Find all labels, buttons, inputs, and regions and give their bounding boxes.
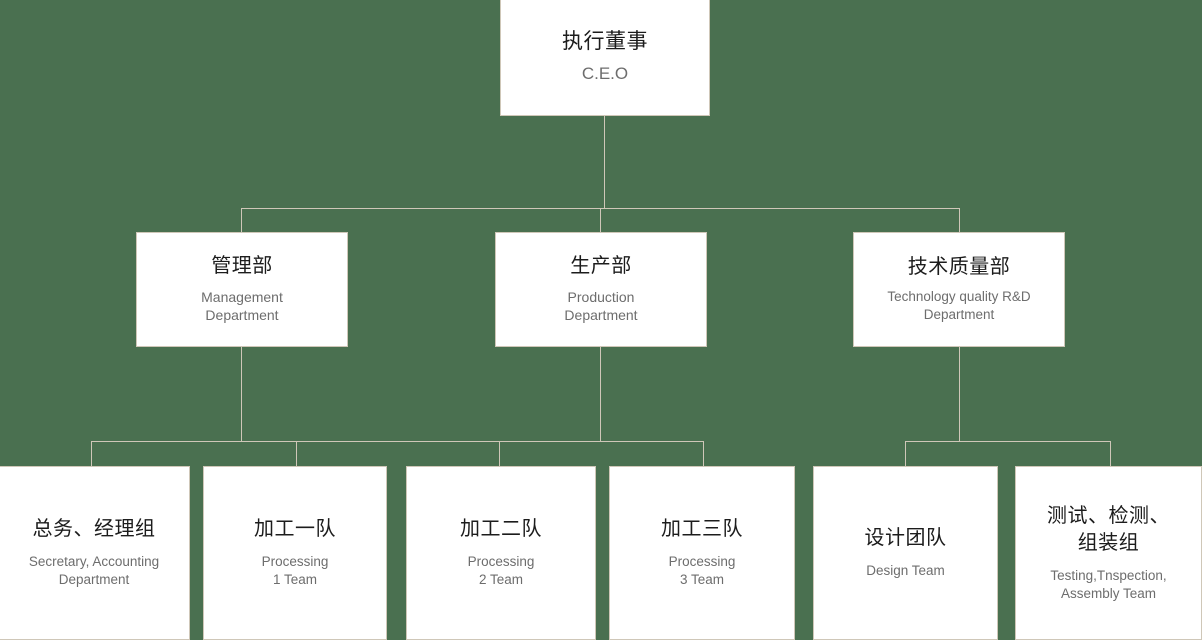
connector-production-stem [600,347,601,442]
org-node-processing1-title-en: Processing 1 Team [262,553,329,589]
org-node-ceo[interactable]: 执行董事 C.E.O [500,0,710,116]
org-node-technology-en-line1: Technology quality R&D [887,289,1031,305]
org-node-production-en-line2: Department [564,307,638,324]
org-node-secretary[interactable]: 总务、经理组 Secretary, Accounting Department [0,466,190,640]
org-node-processing2-en-line1: Processing [467,553,535,569]
org-node-secretary-en-line2: Department [58,571,130,587]
org-node-processing1-title-cn: 加工一队 [254,518,336,541]
org-node-secretary-en-line1: Secretary, Accounting [28,553,160,569]
connector-drop-processing2 [499,441,500,467]
connector-drop-management [241,208,242,233]
org-node-production-title-en: Production Department [564,288,637,325]
org-node-processing3[interactable]: 加工三队 Processing 3 Team [609,466,795,640]
org-node-design-en-line1: Design Team [866,562,945,578]
org-node-ceo-title-cn: 执行董事 [562,30,648,54]
org-node-processing1[interactable]: 加工一队 Processing 1 Team [203,466,387,640]
org-node-design-title-en: Design Team [866,562,945,580]
connector-drop-testing [1110,441,1111,467]
org-node-technology-en-line2: Department [923,307,995,323]
org-node-management-en-line2: Department [205,307,279,324]
org-node-management-title-cn: 管理部 [211,255,273,278]
connector-management-bus [91,441,297,442]
org-node-processing3-title-cn: 加工三队 [661,518,743,541]
org-node-ceo-title-en: C.E.O [581,64,629,84]
connector-technology-bus [905,441,1111,442]
org-node-testing-title-en: Testing,Tnspection, Assembly Team [1050,567,1166,603]
org-node-processing2-en-line2: 2 Team [478,571,523,587]
connector-drop-production [600,208,601,233]
org-node-design-title-cn: 设计团队 [864,527,947,550]
org-node-testing-cn-line2: 组装组 [1077,532,1140,555]
org-node-processing3-en-line2: 3 Team [679,571,724,587]
connector-drop-design [905,441,906,467]
org-node-testing-cn-line1: 测试、检测、 [1047,505,1170,528]
org-node-technology-title-en: Technology quality R&D Department [887,288,1030,324]
org-node-management-title-en: Management Department [201,288,283,325]
org-node-processing1-en-line2: 1 Team [272,571,317,587]
org-node-processing2-title-en: Processing 2 Team [468,553,535,589]
org-node-testing-en-line1: Testing,Tnspection, [1050,568,1167,584]
org-node-production[interactable]: 生产部 Production Department [495,232,707,347]
org-node-testing[interactable]: 测试、检测、 组装组 Testing,Tnspection, Assembly … [1015,466,1202,640]
connector-drop-processing3 [703,441,704,467]
org-node-production-en-line1: Production [567,288,635,305]
connector-drop-secretary [91,441,92,467]
org-node-testing-en-line2: Assembly Team [1060,586,1157,601]
connector-drop-technology [959,208,960,233]
org-node-processing3-title-en: Processing 3 Team [669,553,736,589]
org-node-processing3-en-line1: Processing [668,553,736,569]
org-node-design[interactable]: 设计团队 Design Team [813,466,998,640]
org-node-production-title-cn: 生产部 [570,255,632,278]
org-node-management-en-line1: Management [201,288,283,305]
org-node-secretary-title-en: Secretary, Accounting Department [29,553,159,589]
org-node-management[interactable]: 管理部 Management Department [136,232,348,347]
connector-drop-processing1 [296,441,297,467]
org-node-technology[interactable]: 技术质量部 Technology quality R&D Department [853,232,1065,347]
org-node-technology-title-cn: 技术质量部 [907,255,1011,278]
connector-ceo-stem [604,116,605,209]
org-node-secretary-title-cn: 总务、经理组 [32,518,156,541]
org-node-processing2-title-cn: 加工二队 [460,518,542,541]
org-node-processing1-en-line1: Processing [261,553,329,569]
org-node-processing2[interactable]: 加工二队 Processing 2 Team [406,466,596,640]
connector-technology-stem [959,347,960,442]
org-node-testing-title-cn: 测试、检测、 组装组 [1047,503,1170,557]
connector-management-stem [241,347,242,442]
